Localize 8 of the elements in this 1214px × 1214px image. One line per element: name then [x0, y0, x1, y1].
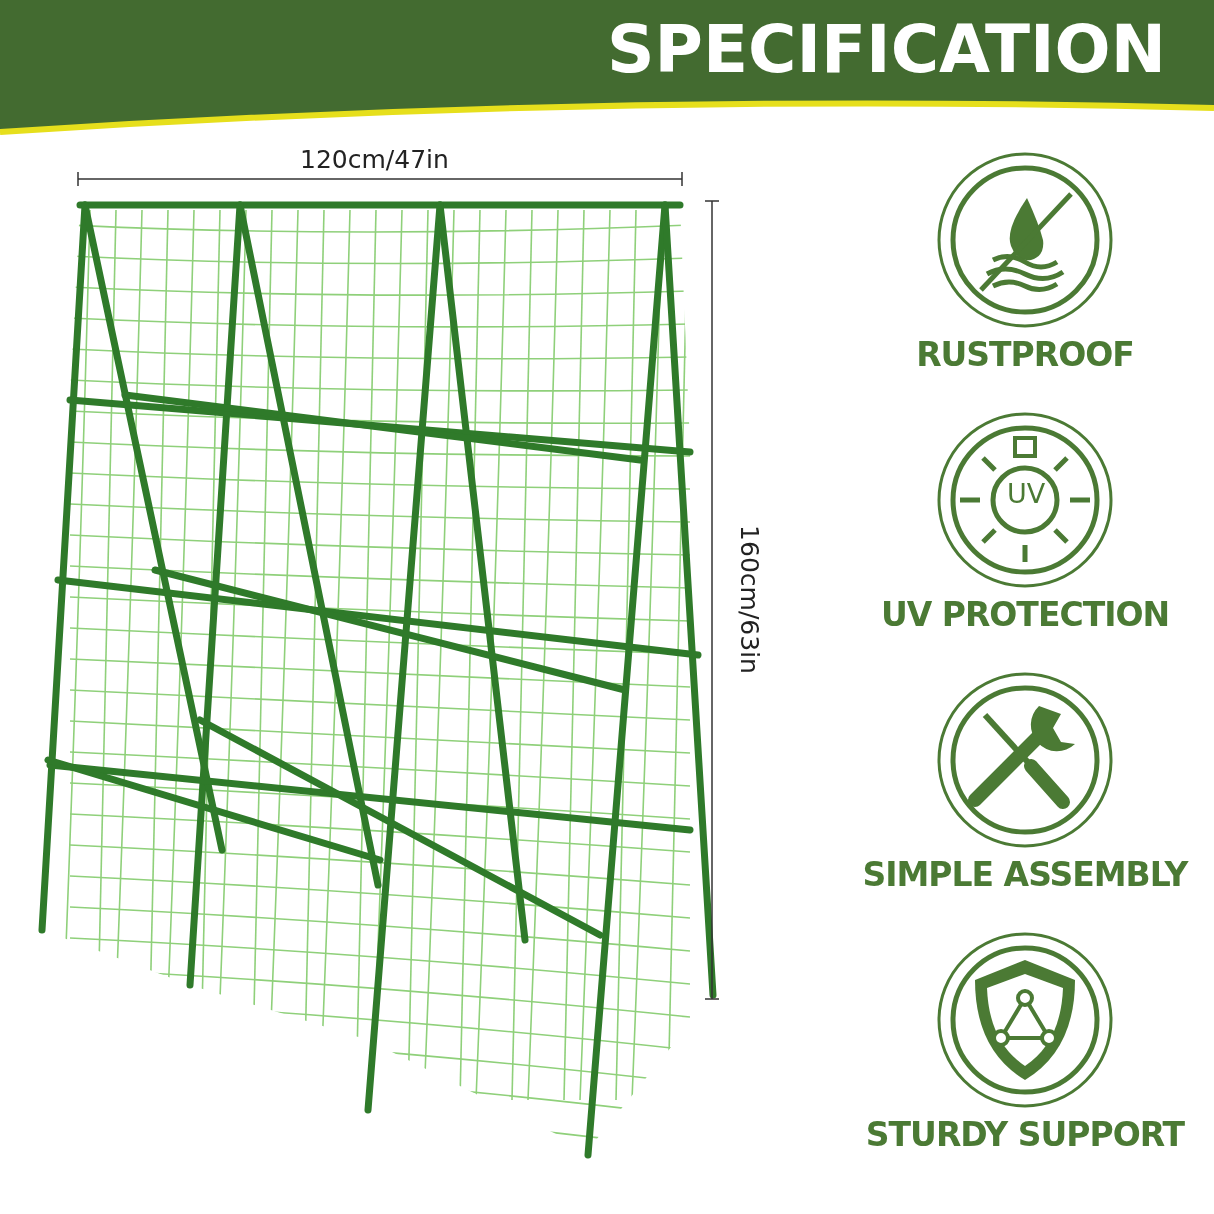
feature-label: UV PROTECTION: [879, 595, 1171, 634]
title: SPECIFICATION: [607, 12, 1166, 88]
dimension-label: 160cm/63in: [734, 525, 764, 674]
uv-label: UV: [1005, 478, 1047, 509]
feature-label: RUSTPROOF: [915, 335, 1135, 374]
feature-label: SIMPLE ASSEMBLY: [861, 855, 1190, 894]
feature-label: STURDY SUPPORT: [864, 1115, 1186, 1154]
dimension-label: 120cm/47in: [300, 145, 449, 174]
